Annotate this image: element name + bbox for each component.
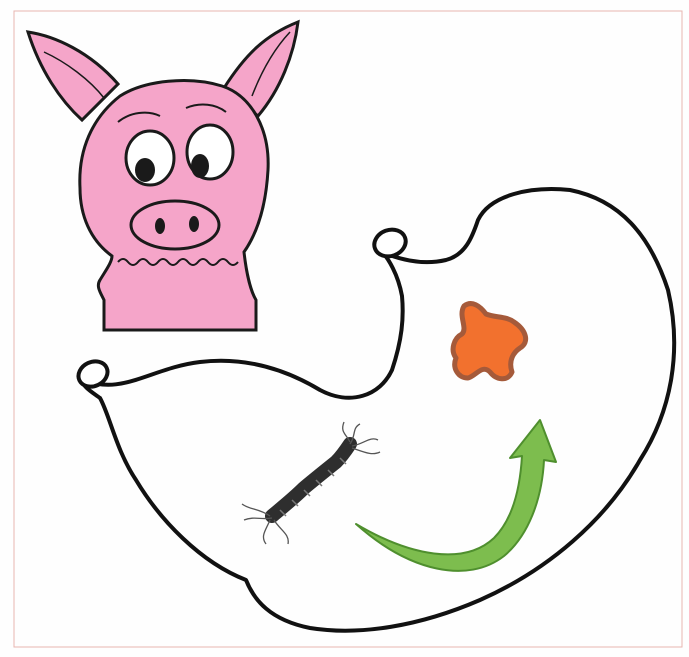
curved-arrow-icon — [356, 420, 556, 571]
pig-right-nostril — [189, 216, 199, 232]
pig-left-ear — [28, 32, 118, 120]
pig-right-pupil — [191, 154, 209, 178]
bacterium-body — [272, 444, 350, 516]
esophagus-opening — [371, 225, 410, 260]
pig-left-nostril — [155, 218, 165, 234]
gastric-ulcer-lesion — [453, 304, 526, 379]
pig-snout — [131, 201, 219, 249]
pig-left-pupil — [135, 158, 155, 182]
pig-face-icon — [28, 22, 298, 330]
